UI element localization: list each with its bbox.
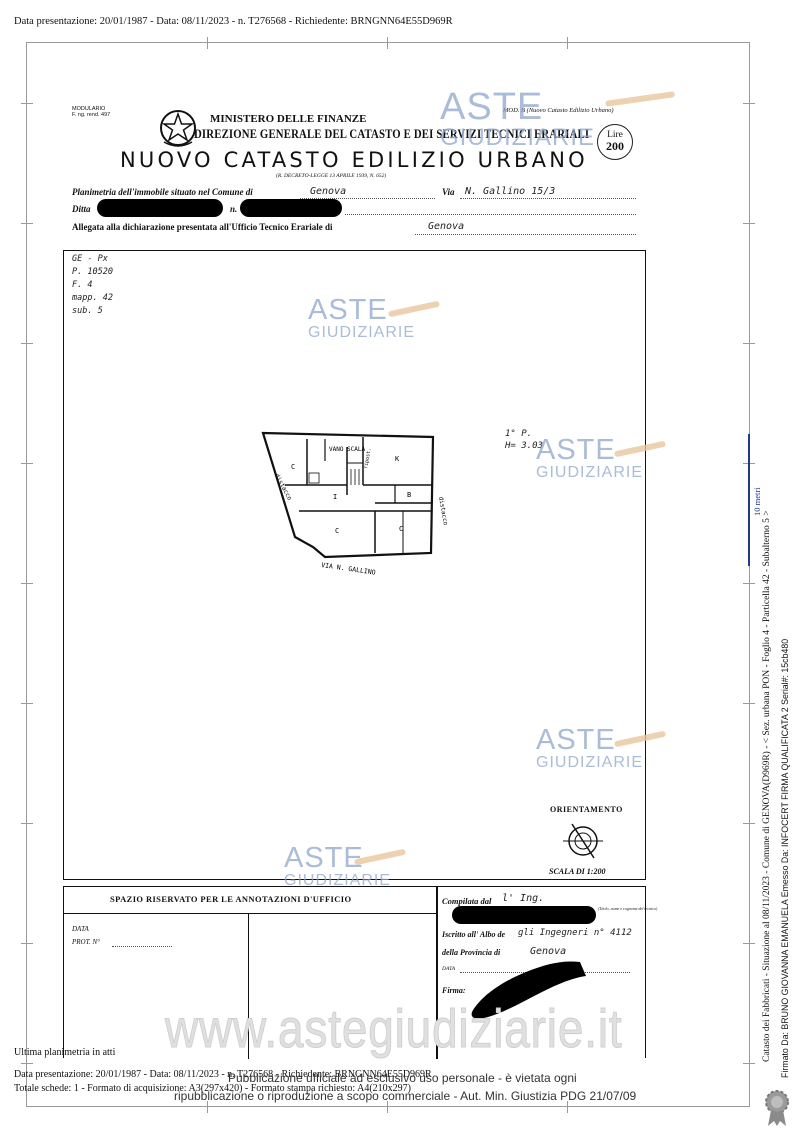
room-c-1: C <box>291 463 295 471</box>
lire-stamp: Lire 200 <box>597 124 633 160</box>
room-vano-scala: VANO SCALA <box>329 446 366 453</box>
footer-line-2: Totale schede: 1 - Formato di acquisizio… <box>14 1083 411 1094</box>
servizio-note: (Titolo, nome e cognome del tecnico) <box>598 906 658 911</box>
ultima-planimetria: Ultima planimetria in atti <box>14 1047 116 1058</box>
distacco-right-label: distacco <box>437 496 449 526</box>
room-ripostiglio: ripost. <box>363 448 373 470</box>
compilata-value: l' Ing. <box>502 893 545 904</box>
watermark-aste-2: ASTE GIUDIZIARIE <box>308 294 416 341</box>
compilata-label: Compilata dal <box>442 896 492 906</box>
redacted-signature <box>471 961 586 1019</box>
comune-value: Genova <box>310 186 347 197</box>
via-label: Via <box>442 187 455 197</box>
provincia-label: della Provincia di <box>442 948 501 957</box>
ditta-label: Ditta <box>72 204 91 214</box>
redacted-number <box>240 199 342 217</box>
watermark-aste-5: ASTE GIUDIZIARIE <box>284 842 392 889</box>
allegata-label: Allegata alla dichiarazione presentata a… <box>72 222 333 232</box>
decreto-note: (R. DECRETO-LEGGE 13 APRILE 1939, N. 652… <box>276 173 387 179</box>
ufficio-value: Genova <box>428 221 465 232</box>
room-i: I <box>333 493 337 501</box>
via-value: N. Gallino 15/3 <box>465 186 556 197</box>
nuovo-catasto-title: NUOVO CATASTO EDILIZIO URBANO <box>120 148 588 172</box>
watermark-aste-1: ASTE GIUDIZIARIE <box>440 86 596 151</box>
direzione-title: DIREZIONE GENERALE DEL CATASTO E DEI SER… <box>194 127 590 141</box>
room-c-3: C <box>399 525 403 533</box>
scale-label: SCALA DI 1:200 <box>549 867 606 876</box>
orientamento-label: ORIENTAMENTO <box>550 805 623 814</box>
spazio-riservato: SPAZIO RISERVATO PER LE ANNOTAZIONI D'UF… <box>110 894 352 904</box>
provincia-value: Genova <box>530 946 567 957</box>
iscritto-label: Iscritto all' Albo de <box>442 930 506 939</box>
mod-b-label: MOD. B (Nuovo Catasto Edilizio Urbano) <box>503 107 614 114</box>
publication-notice-2: ripubblicazione o riproduzione a scopo c… <box>174 1089 637 1103</box>
data-label: DATA <box>72 925 89 933</box>
iscritto-value: gli Ingegneri n° 4112 <box>518 928 632 938</box>
street-label: VIA N. GALLINO <box>321 561 376 577</box>
room-b: B <box>407 491 411 499</box>
room-k: K <box>395 455 400 463</box>
prot-label: PROT. N° <box>72 938 100 946</box>
ministry-title: MINISTERO DELLE FINANZE <box>210 113 367 125</box>
data2-label: DATA <box>442 966 456 972</box>
redacted-engineer-name <box>452 906 596 924</box>
north-arrow-icon <box>563 823 603 859</box>
footer-line-1: Data presentazione: 20/01/1987 - Data: 0… <box>14 1069 432 1080</box>
floor-plan-drawing: C VANO SCALA K I B C C ripost. distacco … <box>261 431 449 577</box>
modulario-label: MODULARIO F. ng. rend. 497 <box>72 106 111 118</box>
planimetry-frame <box>63 250 646 880</box>
watermark-aste-4: ASTE GIUDIZIARIE <box>536 724 644 771</box>
scale-ruler <box>748 434 750 566</box>
firma-label: Firma: <box>442 986 466 995</box>
watermark-aste-3: ASTE GIUDIZIARIE <box>536 434 644 481</box>
plan-reference: GE - Px P. 10520 F. 4 mapp. 42 sub. 5 <box>72 254 113 316</box>
ditta-n-label: n. <box>230 204 238 214</box>
redacted-ditta <box>97 199 223 217</box>
annotations-frame <box>63 886 646 1059</box>
planimetria-label: Planimetria dell'immobile situato nel Co… <box>72 187 253 197</box>
floor-info: 1° P. H= 3.03 <box>505 429 543 451</box>
room-c-2: C <box>335 527 339 535</box>
seal-icon <box>765 1090 789 1126</box>
publication-notice-1: Pubblicazione ufficiale ad esclusivo uso… <box>228 1071 577 1085</box>
watermark-website: www.astegiudiziarie.it <box>165 999 623 1060</box>
ruler-label: 10 metri <box>752 487 762 516</box>
italian-emblem-icon <box>160 110 196 147</box>
document-header: Data presentazione: 20/01/1987 - Data: 0… <box>14 16 453 27</box>
catasto-side-text: Catasto dei Fabbricati - Situazione al 0… <box>762 510 772 1062</box>
firmato-side-text: Firmato Da: BRUNO GIOVANNA EMANUELA Emes… <box>780 638 790 1078</box>
